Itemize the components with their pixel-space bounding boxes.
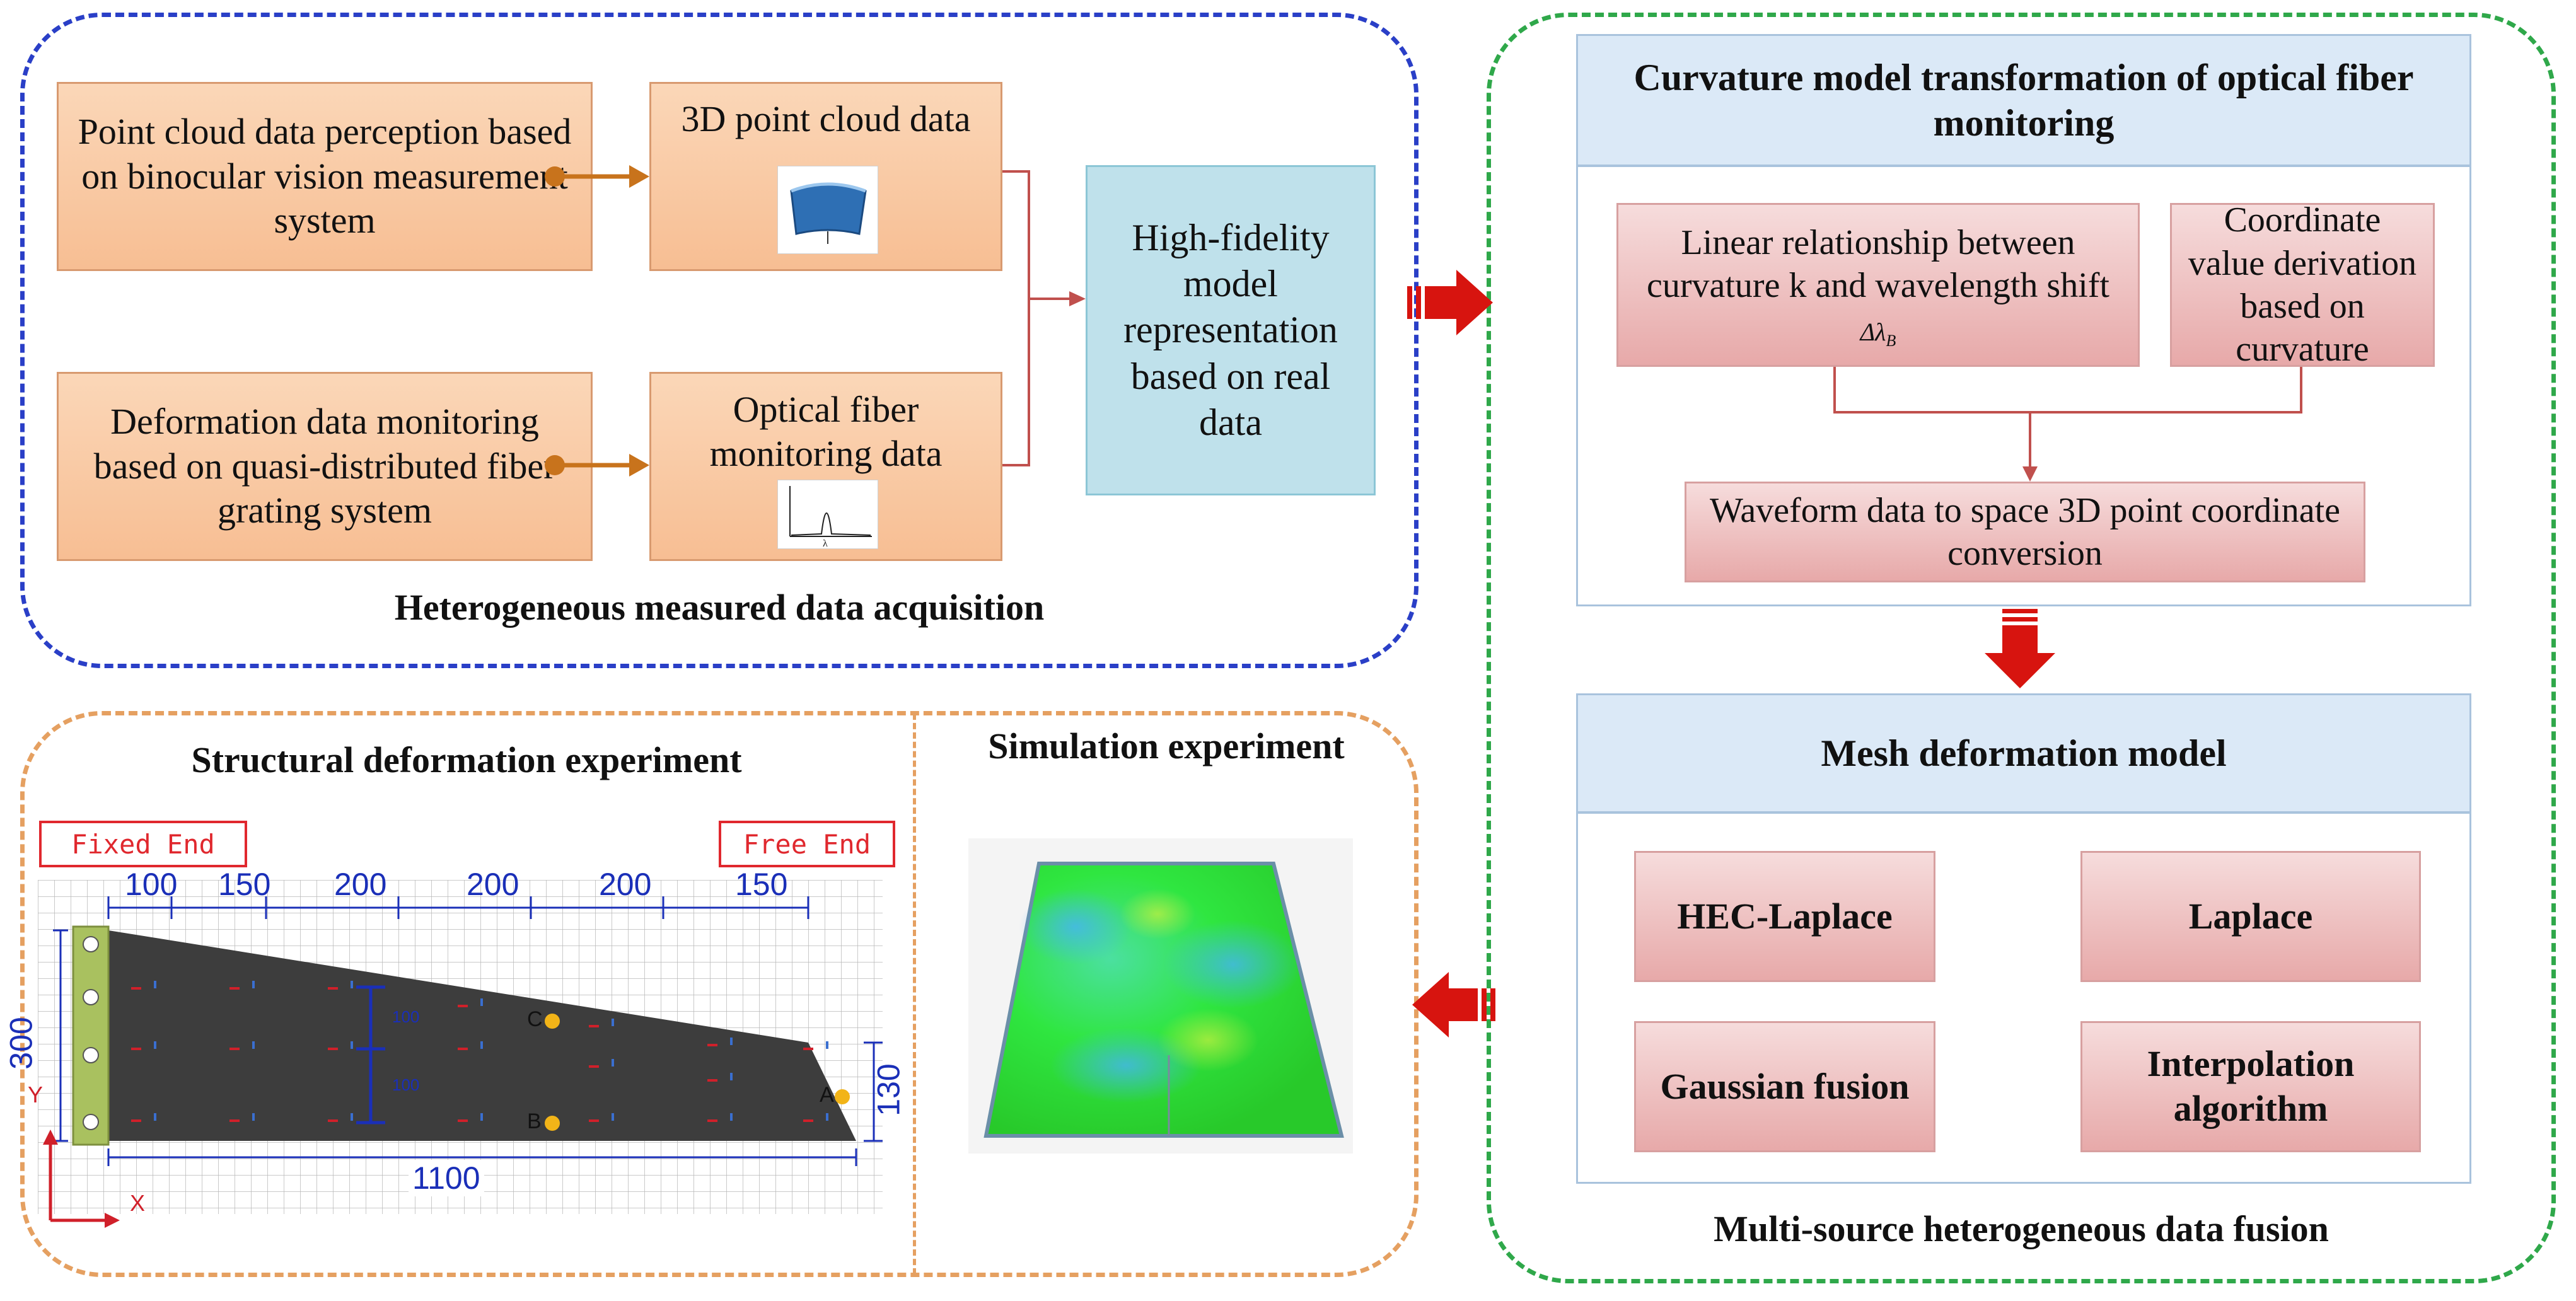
fixed-end-label: Fixed End xyxy=(39,821,247,867)
simulation-title: Simulation experiment xyxy=(988,726,1345,766)
arrow-curvature-to-mesh xyxy=(1985,609,2055,688)
point-a-label: A xyxy=(820,1083,834,1107)
arrow-acquisition-to-fusion xyxy=(1407,270,1493,335)
experiment-frame xyxy=(20,711,1419,1277)
3d-point-cloud-box: 3D point cloud data xyxy=(649,82,1002,271)
dim-inner-100-a: 100 xyxy=(392,1007,420,1026)
free-end-label: Free End xyxy=(719,821,895,867)
dim-right-130: 130 xyxy=(871,1063,907,1116)
point-c xyxy=(545,1014,560,1029)
point-b xyxy=(545,1116,560,1131)
mesh-header: Mesh deformation model xyxy=(1576,693,2471,813)
spectrum-thumbnail: λ xyxy=(777,480,878,549)
sensor-marks xyxy=(131,981,828,1122)
optical-fiber-data-box: Optical fiber monitoring data λ xyxy=(649,372,1002,561)
method-laplace: Laplace xyxy=(2080,851,2421,982)
surface-thumbnail xyxy=(777,166,878,254)
axis-x-label: X xyxy=(130,1190,146,1216)
acquisition-frame xyxy=(20,13,1419,668)
dim-bottom-1100: 1100 xyxy=(409,1160,484,1196)
method-hec-laplace: HEC-Laplace xyxy=(1634,851,1935,982)
fusion-caption: Multi-source heterogeneous data fusion xyxy=(1714,1208,2329,1249)
linear-relationship-box: Linear relationship between curvature k … xyxy=(1616,203,2140,367)
dim-top-100: 100 xyxy=(125,867,178,902)
point-a xyxy=(835,1089,850,1104)
plate xyxy=(108,930,856,1141)
bottom-dimension xyxy=(107,1148,857,1166)
dim-top-200-c: 200 xyxy=(599,867,652,902)
3d-point-cloud-label: 3D point cloud data xyxy=(681,98,971,139)
method-gaussian-fusion: Gaussian fusion xyxy=(1634,1021,1935,1152)
right-dimension xyxy=(864,1041,883,1142)
structural-figure xyxy=(38,880,883,1228)
inner-dimension xyxy=(356,985,385,1125)
coordinate-derivation-box: Coordinate value derivation based on cur… xyxy=(2170,200,2435,369)
point-c-label: C xyxy=(527,1007,543,1031)
high-fidelity-box: High-fidelity model representation based… xyxy=(1086,165,1376,495)
curvature-connectors xyxy=(1833,367,2302,482)
simulation-figure xyxy=(968,838,1353,1154)
dim-left-300: 300 xyxy=(3,1017,39,1070)
dim-top-200-b: 200 xyxy=(467,867,519,902)
xy-axes xyxy=(43,1130,120,1228)
waveform-conversion-box: Waveform data to space 3D point coordina… xyxy=(1685,482,2365,582)
fusion-frame xyxy=(1487,13,2556,1283)
experiment-divider xyxy=(913,714,916,1275)
delta-lambda-symbol: ΔλB xyxy=(1860,317,1896,350)
dim-top-200-a: 200 xyxy=(334,867,387,902)
svg-text:λ: λ xyxy=(823,538,828,549)
arrow-fusion-to-experiment xyxy=(1412,972,1495,1038)
fixed-clamp xyxy=(72,925,110,1146)
structural-title: Structural deformation experiment xyxy=(191,739,742,780)
point-b-label: B xyxy=(527,1109,542,1133)
dim-inner-100-b: 100 xyxy=(392,1075,420,1094)
dim-top-150-a: 150 xyxy=(218,867,271,902)
method-interpolation: Interpolation algorithm xyxy=(2080,1021,2421,1152)
top-dimension xyxy=(107,896,809,919)
acquisition-caption: Heterogeneous measured data acquisition xyxy=(394,587,1045,628)
linear-relationship-label: Linear relationship between curvature k … xyxy=(1647,223,2109,306)
dim-top-150-b: 150 xyxy=(735,867,788,902)
pointcloud-perception-box: Point cloud data perception based on bin… xyxy=(57,82,593,271)
optical-fiber-data-label: Optical fiber monitoring data xyxy=(709,389,943,474)
axis-y-label: Y xyxy=(28,1082,44,1107)
curvature-header: Curvature model transformation of optica… xyxy=(1576,34,2471,166)
deformation-monitoring-box: Deformation data monitoring based on qua… xyxy=(57,372,593,561)
acquisition-connectors xyxy=(545,165,1086,477)
